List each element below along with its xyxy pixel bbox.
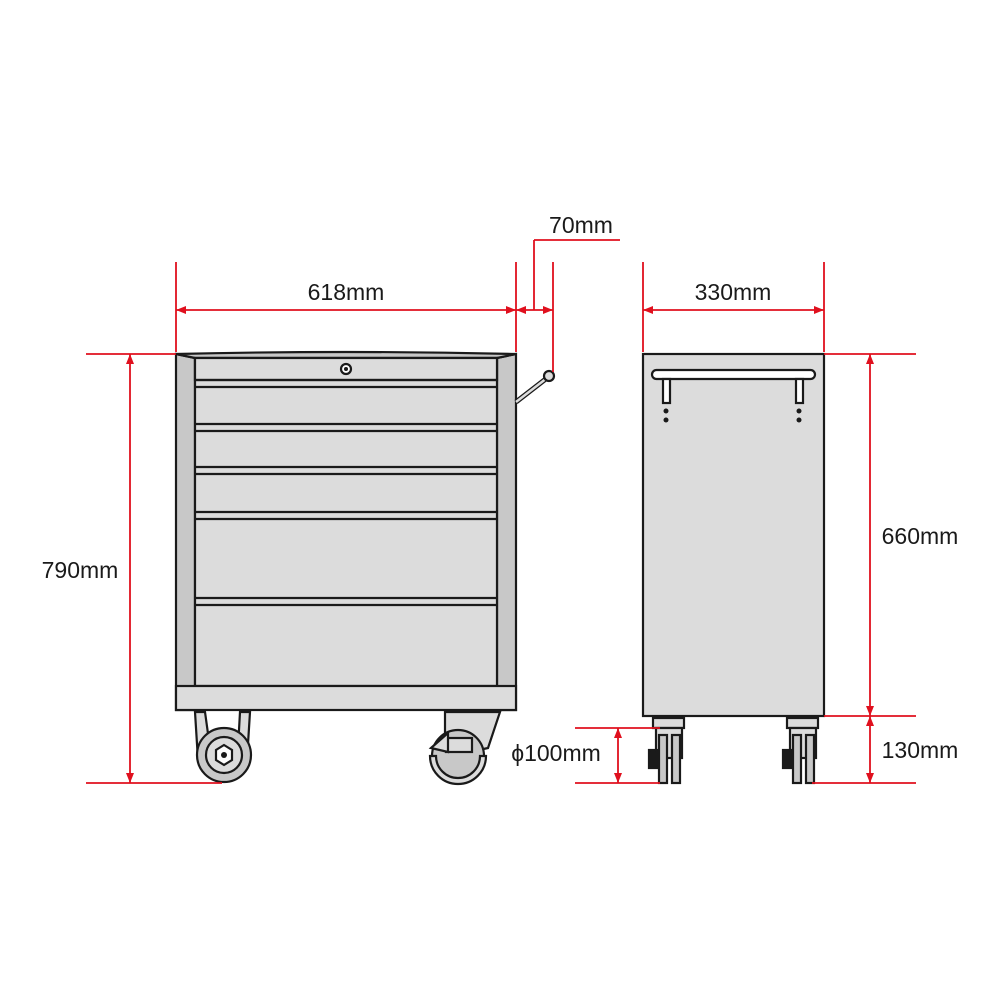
label-width: 618mm (308, 279, 385, 305)
caster-side-right (781, 716, 820, 785)
label-depth: 330mm (695, 279, 772, 305)
caster-side-left (647, 716, 686, 785)
handle-knob (542, 369, 556, 383)
front-face (193, 356, 499, 688)
front-right-frame (495, 352, 518, 712)
caster-front-right (428, 710, 502, 786)
dimension-lines (86, 239, 916, 784)
side-panel (641, 352, 826, 718)
front-left-frame (174, 352, 197, 712)
drawer-separators (195, 378, 497, 607)
label-wheel-diameter: ϕ100mm (511, 740, 601, 766)
front-base (174, 684, 518, 712)
label-caster-height: 130mm (882, 737, 959, 763)
side-handle-bar (650, 368, 817, 381)
front-view (174, 350, 556, 786)
front-top-strip (175, 350, 517, 360)
label-body-height: 660mm (882, 523, 959, 549)
label-handle: 70mm (549, 212, 613, 238)
caster-front-left (193, 710, 253, 784)
side-view (641, 352, 826, 785)
label-total-height: 790mm (42, 557, 119, 583)
